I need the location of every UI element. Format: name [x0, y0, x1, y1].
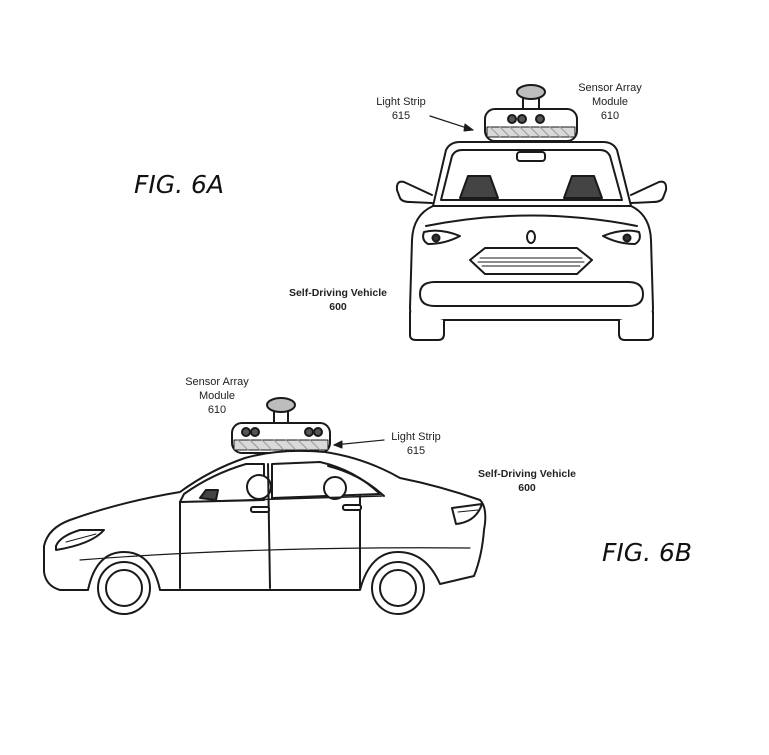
- vehicle-name-6a: Self-Driving Vehicle: [288, 287, 388, 299]
- vehicle-number-6b: 600: [518, 482, 536, 494]
- sensor-array-module-side: [231, 397, 331, 454]
- sensor-array-line1-6b: Sensor Array: [185, 376, 249, 388]
- wheels-side: [97, 561, 425, 615]
- vehicle-body-front: [395, 141, 668, 341]
- sensor-array-line1-6a: Sensor Array: [578, 82, 642, 94]
- light-strip-name-6b: Light Strip: [391, 431, 441, 443]
- light-strip-label-6a: Light Strip 615: [375, 95, 427, 123]
- vehicle-label-6b: Self-Driving Vehicle 600: [472, 467, 582, 495]
- sensor-array-line2-6b: Module: [198, 390, 236, 402]
- light-strip-label-6b: Light Strip 615: [388, 430, 444, 458]
- fig-6b-side-view-drawing: [43, 397, 487, 615]
- light-strip-number-6a: 615: [391, 110, 411, 122]
- vehicle-body-side: [43, 449, 487, 591]
- sensor-array-module-front: [484, 84, 578, 142]
- light-strip-name-6a: Light Strip: [376, 96, 426, 108]
- sensor-array-label-6a: Sensor Array Module 610: [574, 81, 646, 123]
- vehicle-label-6a: Self-Driving Vehicle 600: [283, 286, 393, 314]
- sensor-array-number-6a: 610: [600, 110, 620, 122]
- vehicle-number-6a: 600: [329, 301, 347, 313]
- sensor-array-label-6b: Sensor Array Module 610: [181, 375, 253, 417]
- light-strip-number-6b: 615: [406, 445, 426, 457]
- figure-6a-title: FIG. 6A: [134, 170, 225, 199]
- vehicle-name-6b: Self-Driving Vehicle: [477, 468, 577, 480]
- figure-6b-title: FIG. 6B: [602, 538, 693, 567]
- sensor-array-number-6b: 610: [207, 404, 227, 416]
- sensor-array-line2-6a: Module: [591, 96, 629, 108]
